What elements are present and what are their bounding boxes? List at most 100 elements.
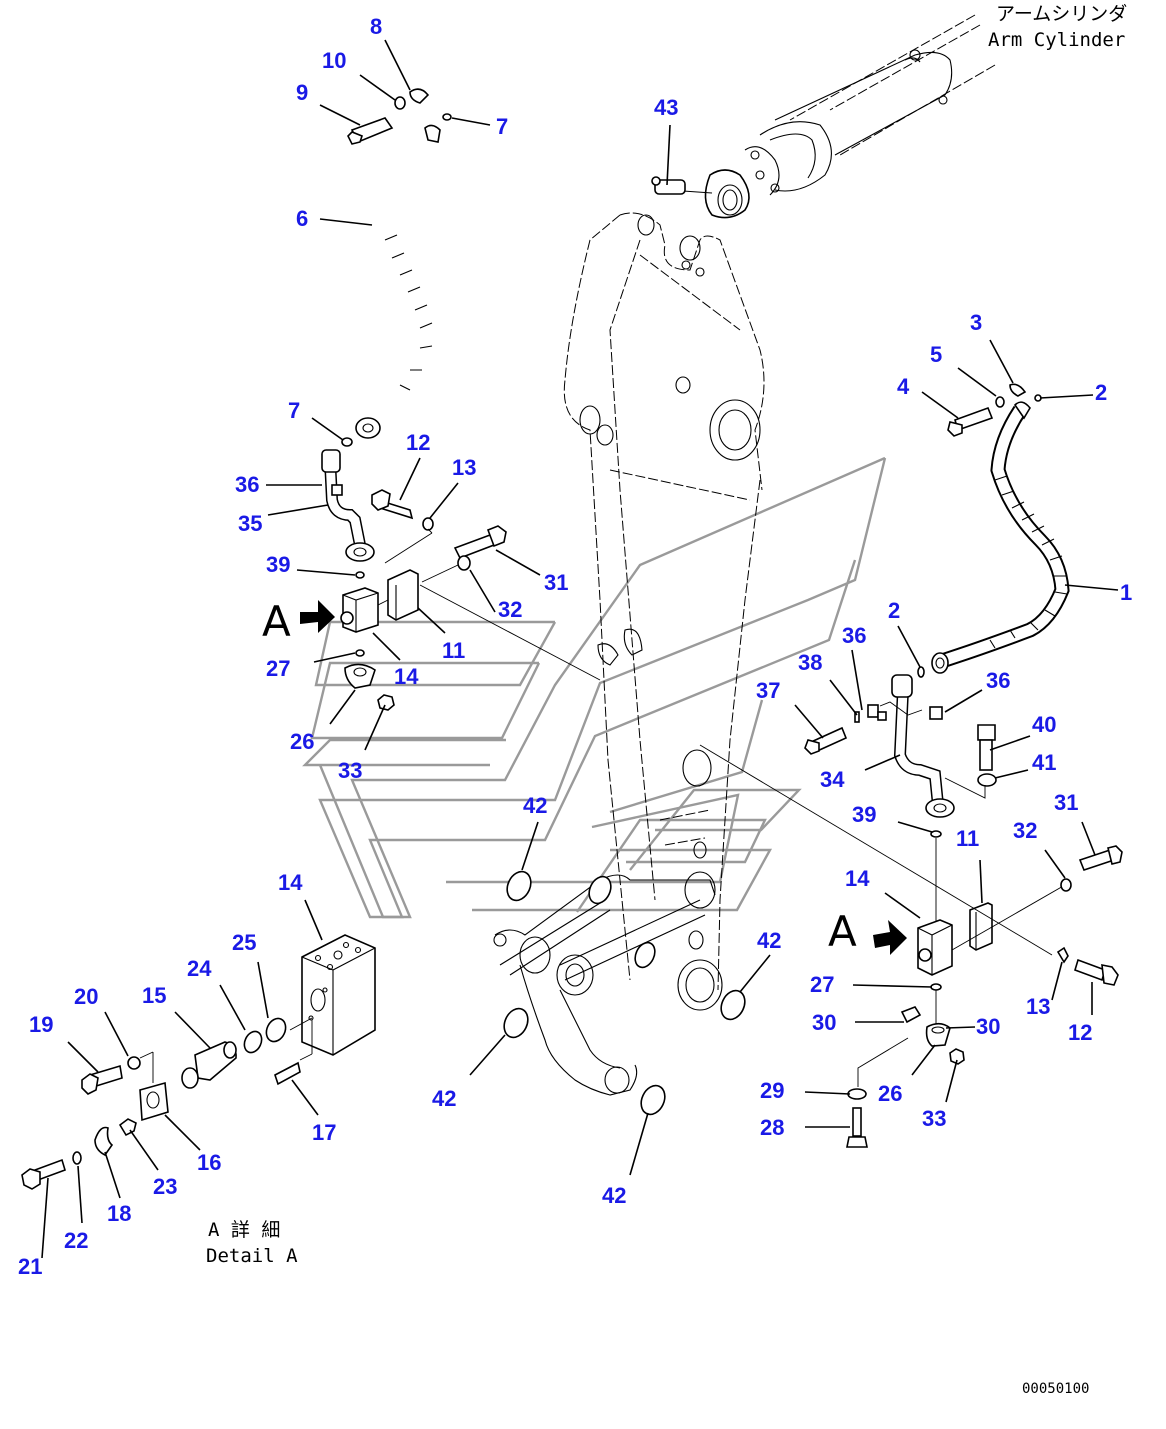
leader-line-part-42 [521,821,539,871]
leader-line-part-40 [989,735,1031,751]
callout-part-22[interactable]: 22 [64,1228,88,1253]
callout-part-31[interactable]: 31 [544,570,568,595]
part-43-grease-fitting [651,176,686,195]
callout-part-31[interactable]: 31 [1054,790,1078,815]
callout-part-14[interactable]: 14 [845,866,870,891]
leader-line-part-26 [329,689,356,725]
leader-line-part-42 [739,954,771,993]
leader-line-part-14 [372,632,401,661]
callout-part-6[interactable]: 6 [296,206,308,231]
callout-part-27[interactable]: 27 [810,972,834,997]
callout-part-19[interactable]: 19 [29,1012,53,1037]
callout-part-17[interactable]: 17 [312,1120,336,1145]
leader-line-part-2 [1039,394,1094,399]
callout-part-13[interactable]: 13 [1026,994,1050,1019]
callout-part-26[interactable]: 26 [290,729,314,754]
callout-part-27[interactable]: 27 [266,656,290,681]
drawing-code: 00050100 [1022,1381,1089,1397]
callout-part-7[interactable]: 7 [496,114,508,139]
leader-line-part-3 [989,339,1014,384]
callout-part-18[interactable]: 18 [107,1201,131,1226]
callout-part-36[interactable]: 36 [842,623,866,648]
callout-part-5[interactable]: 5 [930,342,942,367]
leader-line-part-42 [629,1112,649,1176]
callout-part-7[interactable]: 7 [288,398,300,423]
callout-part-39[interactable]: 39 [852,802,876,827]
leader-line-part-19 [67,1041,99,1073]
callout-part-29[interactable]: 29 [760,1078,784,1103]
callout-part-21[interactable]: 21 [18,1254,42,1279]
leader-line-part-33 [945,1059,958,1103]
hose-1 [931,401,1070,674]
leader-line-part-15 [174,1011,211,1049]
leader-line-part-5 [957,367,997,397]
callout-part-11[interactable]: 11 [442,638,465,663]
callout-part-36[interactable]: 36 [986,668,1010,693]
callout-part-39[interactable]: 39 [266,552,290,577]
callout-part-28[interactable]: 28 [760,1115,784,1140]
callout-part-12[interactable]: 12 [1068,1020,1092,1045]
callout-part-3[interactable]: 3 [970,310,982,335]
leader-line-part-23 [129,1129,159,1171]
leader-line-part-29 [804,1091,851,1095]
leader-line-part-32 [469,569,496,613]
callout-part-4[interactable]: 4 [897,374,910,399]
callout-part-15[interactable]: 15 [142,983,166,1008]
callout-leaders [41,39,1119,1259]
callout-part-30[interactable]: 30 [812,1010,836,1035]
leader-line-part-24 [219,984,246,1031]
callout-part-2[interactable]: 2 [888,598,900,623]
callout-part-30[interactable]: 30 [976,1014,1000,1039]
callout-part-2[interactable]: 2 [1095,380,1107,405]
detail-caption-english: Detail A [206,1245,298,1267]
callout-part-20[interactable]: 20 [74,984,98,1009]
callout-part-25[interactable]: 25 [232,930,256,955]
parts-2-3-4-5 [917,383,1042,678]
callout-part-11[interactable]: 11 [956,826,979,851]
callout-part-9[interactable]: 9 [296,80,308,105]
leader-line-part-12 [399,457,421,501]
callout-part-40[interactable]: 40 [1032,712,1056,737]
callout-part-14[interactable]: 14 [394,664,419,689]
callout-part-41[interactable]: 41 [1032,750,1056,775]
pipe-34 [804,674,997,818]
callout-part-32[interactable]: 32 [1013,818,1037,843]
callout-part-43[interactable]: 43 [654,95,678,120]
callout-part-16[interactable]: 16 [197,1150,221,1175]
callout-part-38[interactable]: 38 [798,650,822,675]
callout-part-42[interactable]: 42 [602,1183,626,1208]
callout-part-8[interactable]: 8 [370,14,382,39]
hose-6 [355,124,441,439]
callout-part-36[interactable]: 36 [235,472,259,497]
callout-part-42[interactable]: 42 [757,928,781,953]
leader-line-part-33 [364,704,386,751]
callout-part-35[interactable]: 35 [238,511,262,536]
leader-line-part-20 [104,1011,129,1057]
leader-line-part-7 [311,417,344,441]
callout-part-10[interactable]: 10 [322,48,346,73]
callout-part-1[interactable]: 1 [1120,580,1132,605]
callout-part-23[interactable]: 23 [153,1174,177,1199]
arm-cylinder [682,14,996,219]
leader-line-part-30 [945,1026,976,1029]
leader-line-part-31 [1081,821,1096,856]
callout-part-33[interactable]: 33 [922,1106,946,1131]
callout-part-37[interactable]: 37 [756,678,780,703]
o-rings-42 [503,870,746,1116]
callout-part-42[interactable]: 42 [432,1086,456,1111]
callout-part-26[interactable]: 26 [878,1081,902,1106]
leader-line-part-27 [852,984,933,988]
callout-part-14[interactable]: 14 [278,870,303,895]
callout-part-24[interactable]: 24 [187,956,212,981]
callout-part-34[interactable]: 34 [820,767,845,792]
callout-part-42[interactable]: 42 [523,793,547,818]
callout-part-32[interactable]: 32 [498,597,522,622]
leader-line-part-13 [429,482,459,519]
callout-part-33[interactable]: 33 [338,758,362,783]
pipe-35 [321,449,375,579]
leader-line-part-27 [313,652,356,663]
leader-line-part-11 [417,607,446,634]
callout-part-13[interactable]: 13 [452,455,476,480]
callout-part-12[interactable]: 12 [406,430,430,455]
